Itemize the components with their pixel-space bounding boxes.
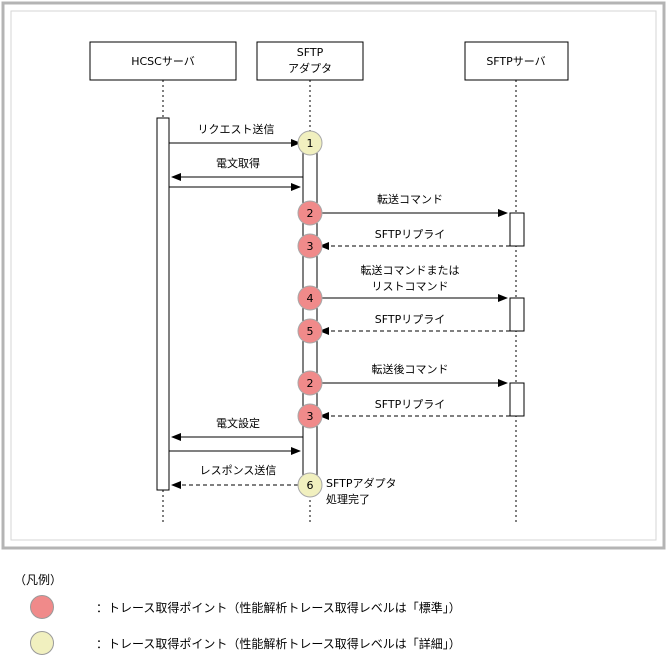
request-label: リクエスト送信 (198, 122, 275, 136)
trace-point-3: 3 (297, 233, 323, 259)
trace-point-2-number: 2 (307, 207, 314, 220)
standard-trace-point-icon (30, 595, 54, 619)
sftp-server-label: SFTPサーバ (486, 55, 545, 68)
legend-row-detail: ：トレース取得ポイント（性能解析トレース取得レベルは「詳細」） (30, 629, 461, 657)
legend: （凡例） ：トレース取得ポイント（性能解析トレース取得レベルは「標準」） ：トレ… (0, 565, 669, 661)
trace-point-6-circle (297, 370, 323, 396)
trace-point-6-number: 2 (307, 377, 314, 390)
trace-point-2: 2 (297, 200, 323, 226)
response-label: レスポンス送信 (200, 463, 277, 477)
trace-point-6: 2 (297, 370, 323, 396)
detail-trace-point-icon (30, 631, 54, 655)
transfer-or-list-label-line1: 転送コマンドまたは (361, 263, 460, 277)
transfer-command-label: 転送コマンド (377, 192, 443, 206)
reply-1-label: SFTPリプライ (375, 228, 445, 241)
sftp-adapter-label-line1: SFTP (297, 46, 324, 59)
trace-point-4-circle (297, 285, 323, 311)
legend-row-standard: ：トレース取得ポイント（性能解析トレース取得レベルは「標準」） (30, 593, 461, 621)
complete-label-line1: SFTPアダプタ (326, 476, 396, 490)
trace-point-4-number: 4 (307, 292, 314, 305)
trace-point-3-number: 3 (307, 240, 314, 253)
trace-point-4: 4 (297, 285, 323, 311)
trace-point-1-circle (297, 130, 323, 156)
trace-point-1-number: 1 (307, 137, 314, 150)
get-message-label: 電文取得 (216, 156, 260, 170)
trace-point-5-circle (297, 318, 323, 344)
hcsc-server-label: HCSCサーバ (131, 55, 195, 68)
trace-point-7: 3 (297, 403, 323, 429)
trace-point-7-number: 3 (307, 410, 314, 423)
trace-point-1: 1 (297, 130, 323, 156)
sftp-activation-bar-3 (509, 382, 525, 417)
adapter-activation-bar (302, 142, 318, 487)
legend-title: （凡例） (14, 573, 63, 587)
trace-point-8: 6 (297, 472, 323, 498)
sftp-activation-bar-1 (509, 212, 525, 247)
trace-point-8-circle (297, 472, 323, 498)
sftp-adapter-box (256, 41, 364, 81)
trace-point-3-circle (297, 233, 323, 259)
sequence-diagram: HCSCサーバ SFTP アダプタ SFTPサーバ リクエスト送信 電文取得 転… (1, 1, 666, 550)
reply-2-label: SFTPリプライ (375, 313, 445, 326)
reply-3-label: SFTPリプライ (375, 398, 445, 411)
trace-point-7-circle (297, 403, 323, 429)
legend-standard-text: ：トレース取得ポイント（性能解析トレース取得レベルは「標準」） (96, 600, 461, 615)
sftp-activation-bar-2 (509, 297, 525, 332)
sftp-server-box (464, 41, 569, 81)
trace-point-2-circle (297, 200, 323, 226)
set-message-label: 電文設定 (216, 416, 260, 430)
trace-point-5: 5 (297, 318, 323, 344)
complete-label-line2: 処理完了 (326, 492, 370, 506)
diagram-frame (1, 1, 666, 550)
hcsc-activation-bar (156, 117, 170, 491)
diagram-inner-frame (10, 10, 657, 541)
sftp-adapter-label-line2: アダプタ (288, 61, 332, 75)
post-transfer-command-label: 転送後コマンド (372, 362, 449, 376)
trace-point-5-number: 5 (307, 325, 314, 338)
legend-detail-text: ：トレース取得ポイント（性能解析トレース取得レベルは「詳細」） (96, 636, 461, 651)
transfer-or-list-label-line2: リストコマンド (372, 280, 449, 293)
trace-point-8-number: 6 (307, 479, 314, 492)
